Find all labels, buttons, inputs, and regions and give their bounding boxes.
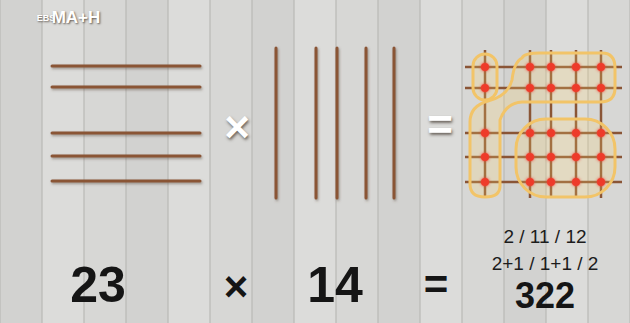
plank-seam: [461, 0, 462, 323]
crossing-dot: [572, 153, 580, 161]
crossing-dot: [572, 84, 580, 92]
crossing-dot: [572, 178, 580, 186]
stick: [365, 48, 368, 198]
crossing-dot: [547, 178, 555, 186]
stick: [52, 155, 200, 158]
factor: 14: [307, 260, 363, 310]
plank: [420, 0, 462, 323]
operator: ×: [224, 105, 250, 149]
place-counts: 2 / 11 / 12: [503, 227, 586, 246]
crossing-dot: [572, 63, 580, 71]
group-outlines: [470, 53, 615, 197]
crossing-dot: [481, 129, 489, 137]
plank-seam: [293, 0, 294, 323]
crossing-dot: [597, 84, 605, 92]
crossing-dots: [481, 63, 605, 186]
crossing-dot: [597, 178, 605, 186]
crossing-dot: [526, 178, 534, 186]
crossing-dot: [572, 129, 580, 137]
stick: [393, 48, 396, 198]
crossing-dot: [481, 153, 489, 161]
plank-seam: [377, 0, 378, 323]
crossing-dot: [526, 63, 534, 71]
crossing-dot: [526, 153, 534, 161]
crossing-dot: [597, 129, 605, 137]
stick: [52, 65, 200, 68]
vertical-sticks: [276, 48, 394, 198]
crossing-dot: [481, 63, 489, 71]
crossing-dot: [526, 84, 534, 92]
crossing-dot: [547, 153, 555, 161]
crossing-dot: [526, 129, 534, 137]
plank: [126, 0, 168, 323]
plank: [210, 0, 252, 323]
plank-seam: [503, 0, 504, 323]
plank-seam: [209, 0, 210, 323]
units-group: [516, 119, 615, 197]
hundreds-group: [473, 54, 497, 100]
plank: [0, 0, 42, 323]
stick: [336, 48, 339, 198]
plank: [378, 0, 420, 323]
stick: [52, 132, 200, 135]
plank-seam: [251, 0, 252, 323]
stick: [52, 180, 200, 183]
crossing-dot: [547, 84, 555, 92]
stick: [52, 86, 200, 89]
crossing-dot: [597, 153, 605, 161]
crossing-dot: [481, 84, 489, 92]
stick: [315, 48, 318, 198]
horizontal-sticks: [52, 66, 200, 181]
plank: [168, 0, 210, 323]
crossing-dot: [481, 178, 489, 186]
logo: MA+H: [52, 9, 101, 26]
crossing-dot: [547, 129, 555, 137]
plank-seam: [41, 0, 42, 323]
plank-seam: [419, 0, 420, 323]
plank-seam: [167, 0, 168, 323]
result-grid: [465, 50, 622, 198]
crossing-dot: [547, 63, 555, 71]
crossing-dot: [597, 63, 605, 71]
carry-sums: 2+1 / 1+1 / 2: [492, 254, 599, 273]
operator: =: [427, 103, 453, 147]
plank-seam: [0, 0, 1, 323]
stick: [275, 48, 278, 198]
operator: ×: [224, 266, 249, 308]
product: 322: [515, 278, 575, 314]
tens-group: [470, 53, 615, 197]
plank-seam: [629, 0, 630, 323]
plank: [252, 0, 294, 323]
operator: =: [424, 264, 449, 306]
factor: 23: [70, 260, 126, 310]
